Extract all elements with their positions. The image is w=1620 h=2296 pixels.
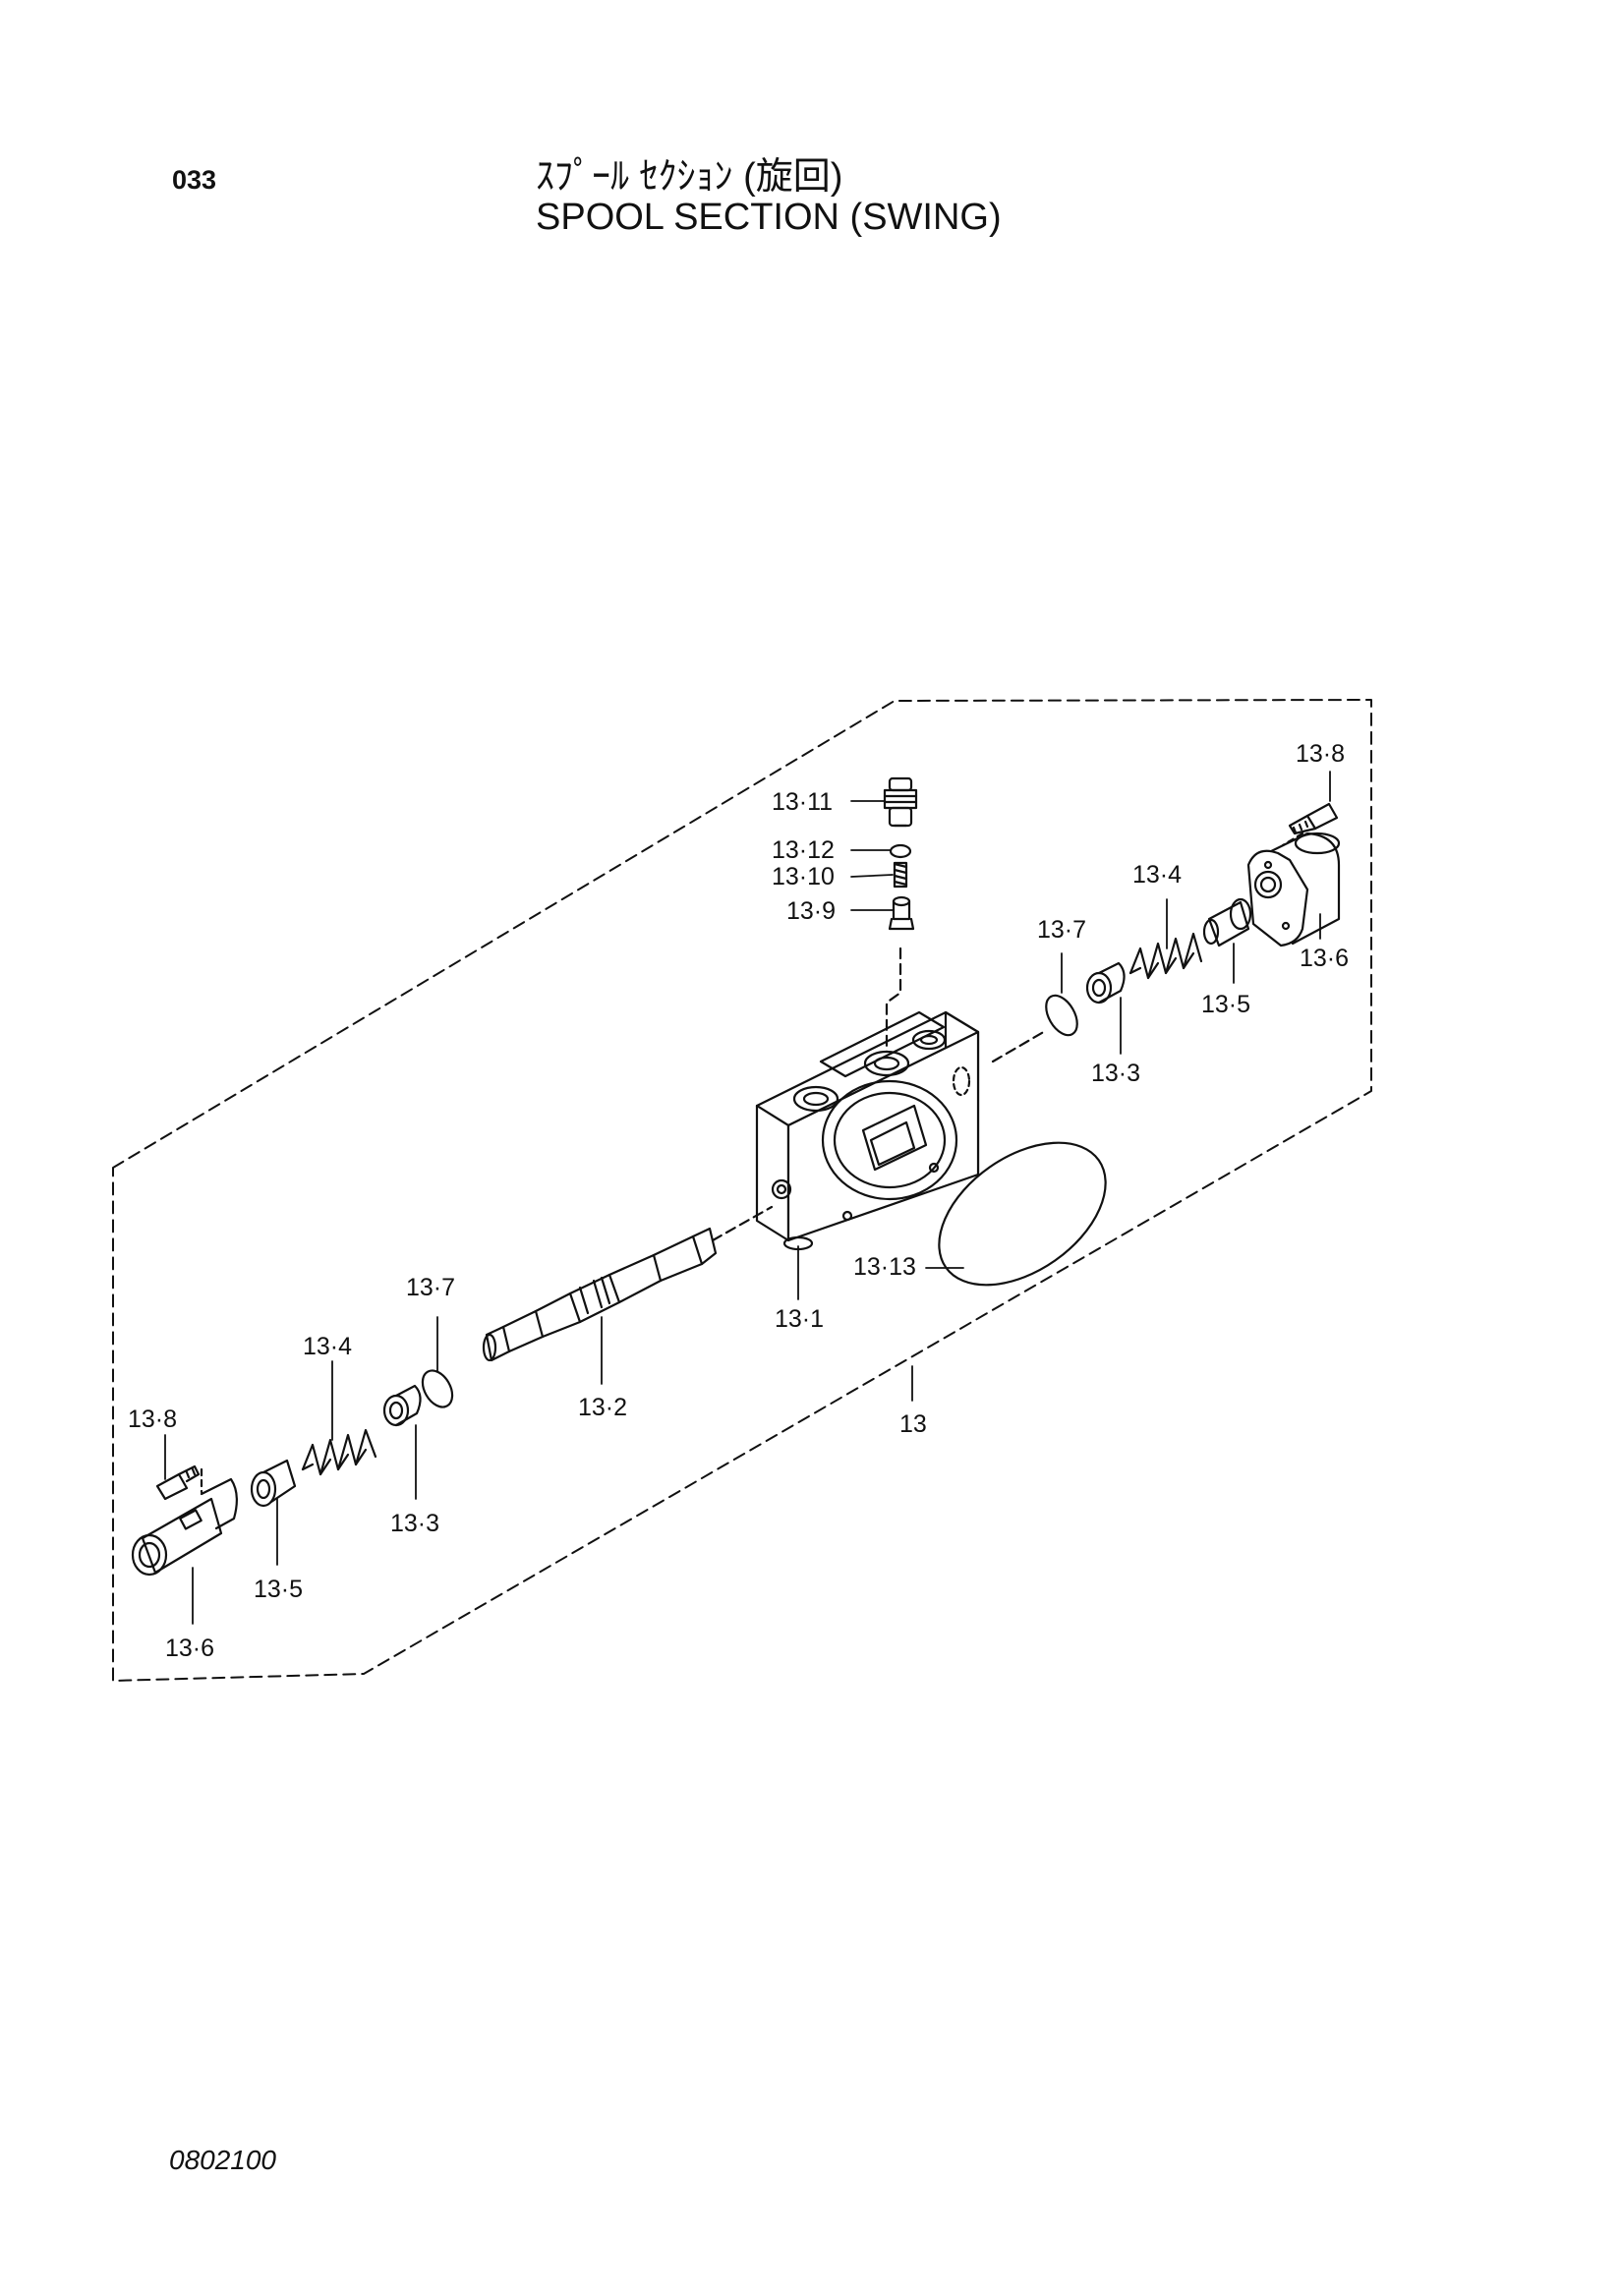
plug-13-9 xyxy=(888,895,915,931)
label-13-13: 13·13 xyxy=(853,1253,916,1281)
spring-13-4-right xyxy=(1128,932,1203,980)
assembly-boundary xyxy=(112,699,1372,1682)
label-13-9: 13·9 xyxy=(786,897,836,925)
label-13-3-right: 13·3 xyxy=(1091,1060,1140,1087)
label-13-2: 13·2 xyxy=(578,1394,627,1421)
spring-seat-13-5-left xyxy=(250,1459,297,1508)
title-japanese: ｽﾌﾟｰﾙ ｾｸｼｮﾝ (旋回) xyxy=(536,156,843,198)
o-ring-13-12 xyxy=(889,843,912,859)
label-13-5-left: 13·5 xyxy=(254,1576,303,1603)
label-13-11: 13·11 xyxy=(772,788,833,816)
spring-13-10 xyxy=(893,861,908,889)
bolt-13-8-left xyxy=(155,1464,201,1501)
label-13-4-right: 13·4 xyxy=(1132,861,1182,889)
cover-13-6-left xyxy=(131,1477,238,1577)
label-13-8-left: 13·8 xyxy=(128,1406,177,1433)
page-number: 033 xyxy=(172,165,217,195)
o-ring-13-7-right xyxy=(1045,994,1078,1037)
label-13-7-right: 13·7 xyxy=(1037,916,1086,944)
assembly-line-top xyxy=(885,947,902,1054)
label-13-1: 13·1 xyxy=(775,1305,824,1333)
label-13-6-left: 13·6 xyxy=(165,1635,214,1662)
label-13: 13 xyxy=(899,1410,927,1438)
leader-lines xyxy=(164,771,1331,1625)
cover-13-6-right xyxy=(1246,832,1341,947)
label-13-5-right: 13·5 xyxy=(1201,991,1250,1018)
drawing-code: 0802100 xyxy=(169,2145,277,2175)
label-13-4-left: 13·4 xyxy=(303,1333,352,1360)
valve-housing xyxy=(755,1010,980,1251)
label-13-3-left: 13·3 xyxy=(390,1510,439,1537)
label-13-12: 13·12 xyxy=(772,836,835,864)
plug-13-11 xyxy=(883,776,918,828)
spring-seat-13-3-left xyxy=(382,1384,422,1427)
o-ring-13-7-left xyxy=(421,1369,454,1408)
spring-seat-13-3-right xyxy=(1085,961,1126,1004)
title-english: SPOOL SECTION (SWING) xyxy=(536,197,1002,238)
label-13-7-left: 13·7 xyxy=(406,1274,455,1301)
spring-seat-13-5-right xyxy=(1202,897,1252,947)
assembly-line-right xyxy=(991,1028,1049,1063)
label-13-6-right: 13·6 xyxy=(1300,945,1349,972)
label-13-10: 13·10 xyxy=(772,863,835,890)
spool-13-2 xyxy=(482,1227,718,1362)
bolt-13-8-right xyxy=(1288,802,1339,835)
label-13-8-right: 13·8 xyxy=(1296,740,1345,768)
assembly-line-spool xyxy=(711,1205,774,1242)
spring-13-4-left xyxy=(301,1428,377,1476)
callout-labels: 13·11 13·12 13·10 13·9 13·8 13·4 13·7 13… xyxy=(128,740,1349,1662)
